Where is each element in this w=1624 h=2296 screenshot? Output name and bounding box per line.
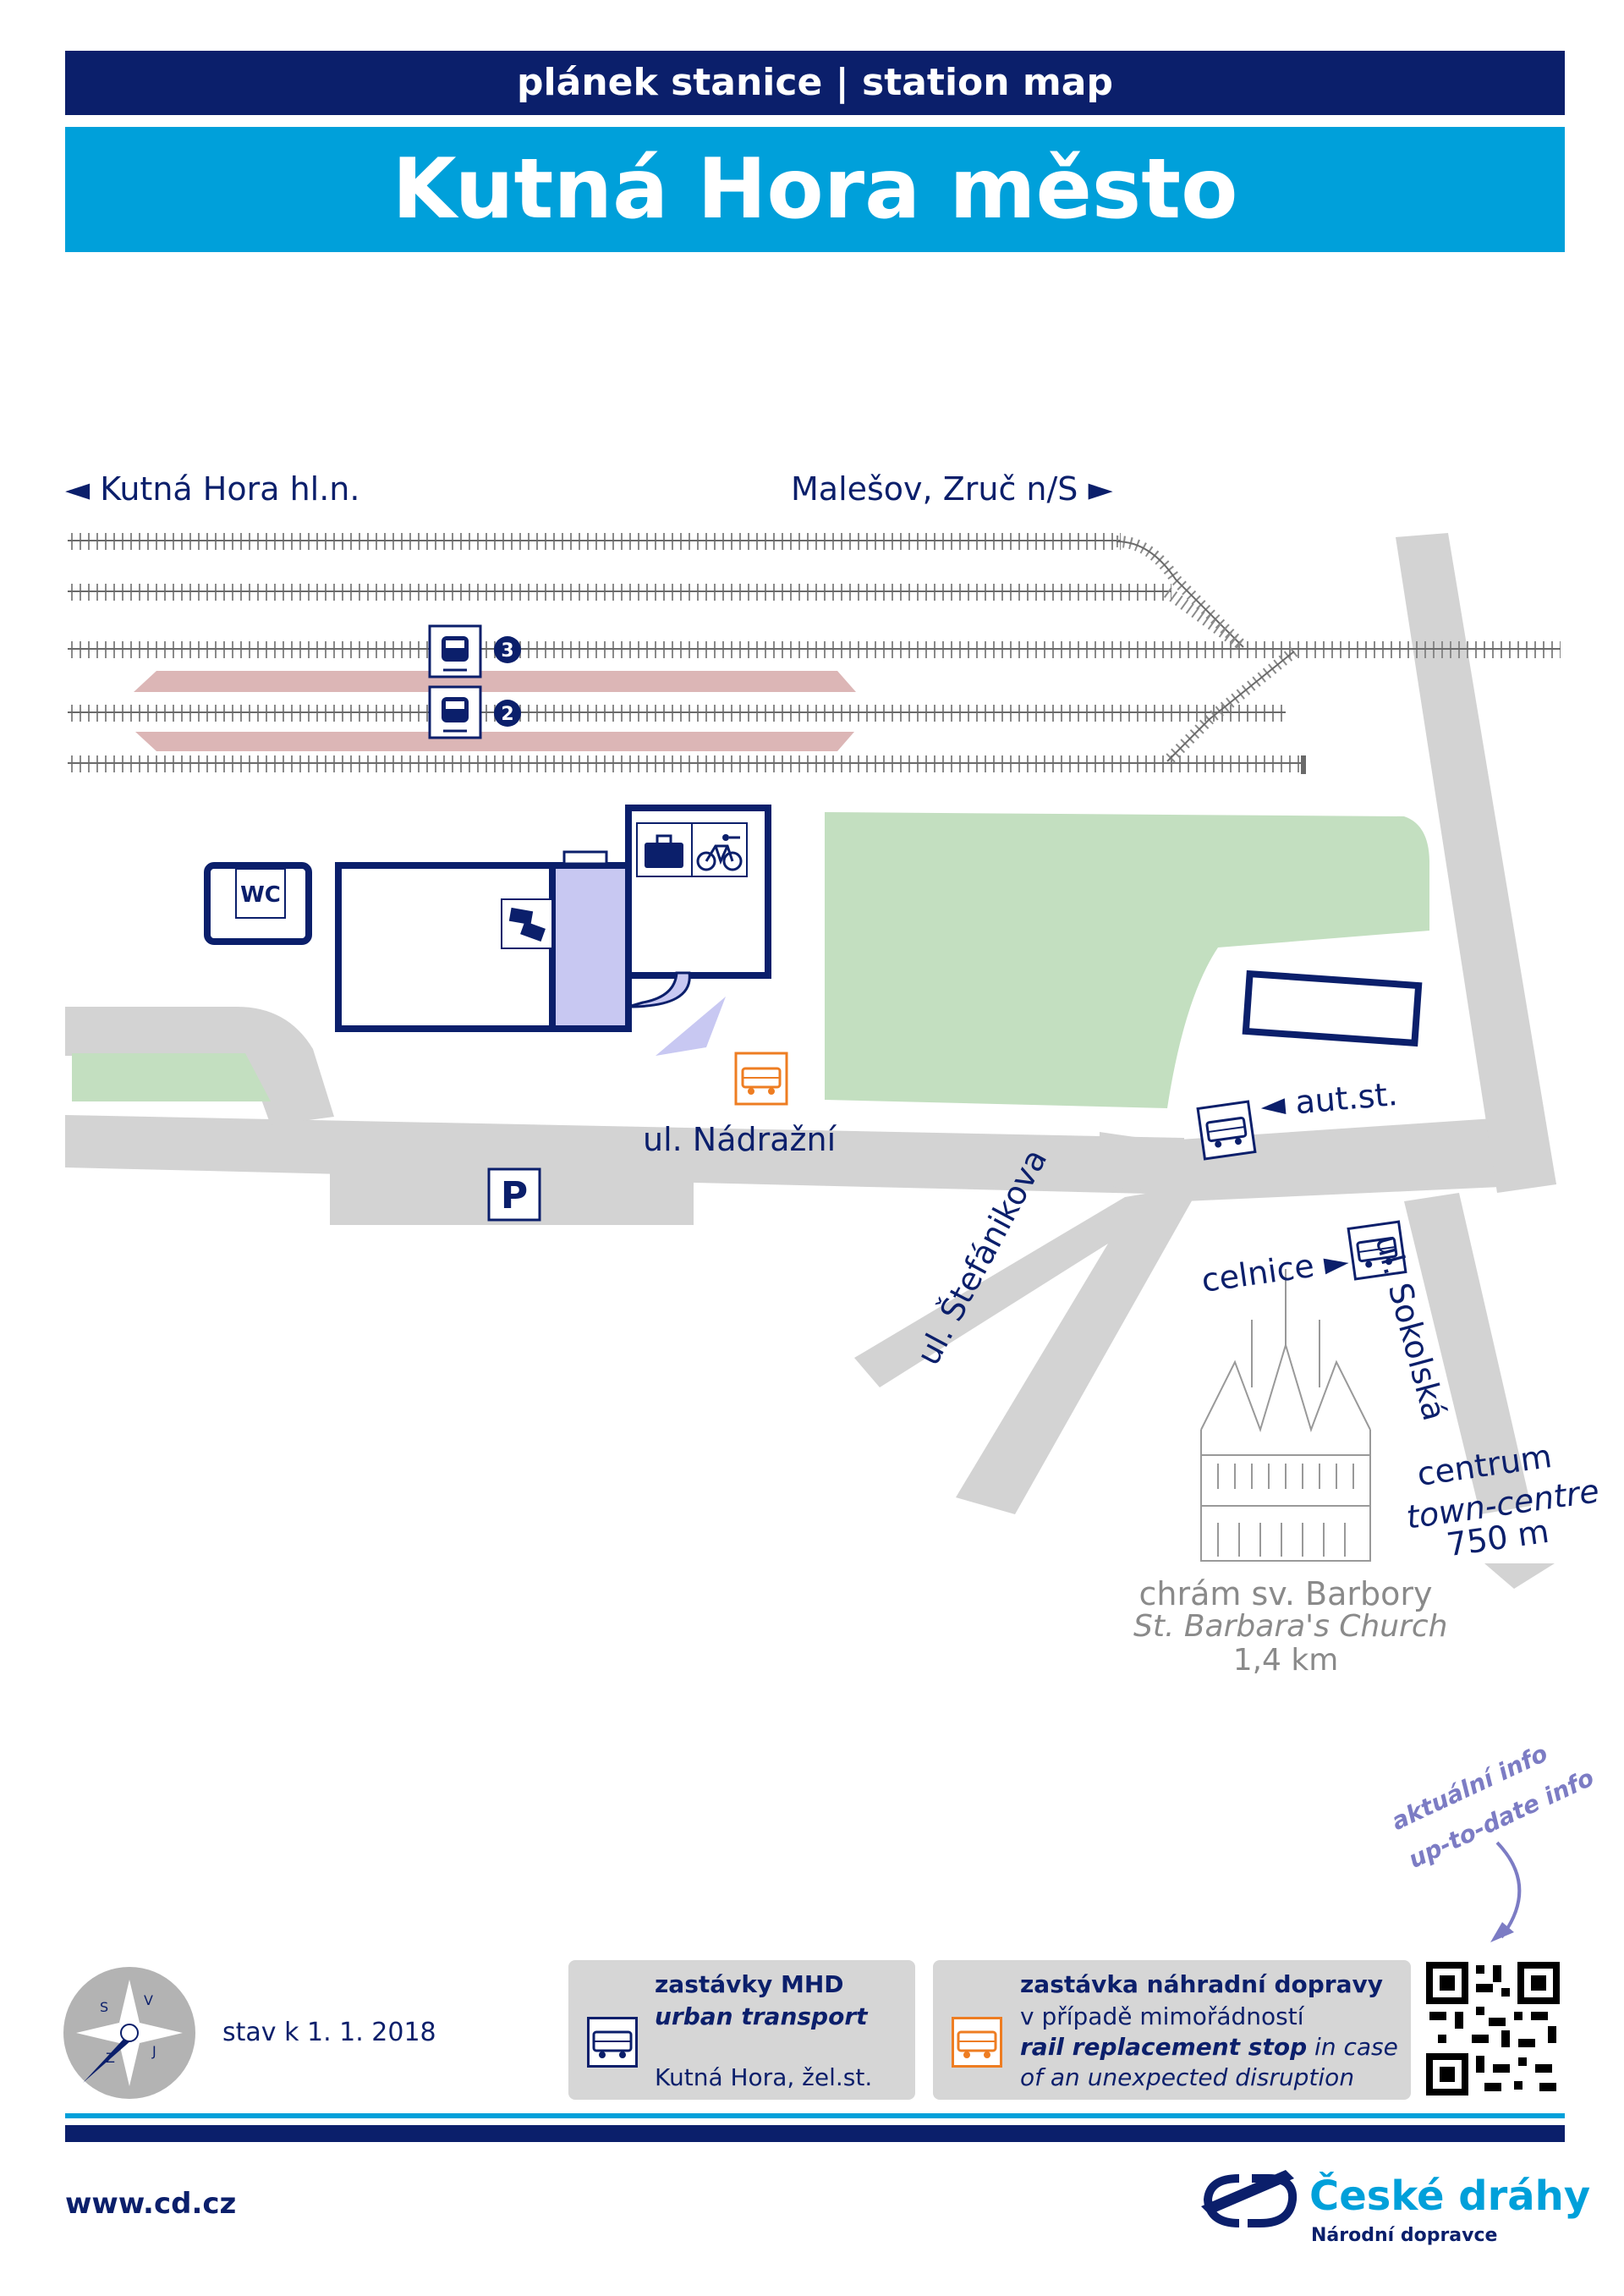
legend-nd-line3: of an unexpected disruption: [1020, 2063, 1355, 2091]
footer-brand: České dráhy: [1309, 2172, 1591, 2220]
legend-mhd-stop: Kutná Hora, žel.st.: [655, 2063, 873, 2091]
platforms: [134, 671, 856, 751]
replacement-bus-icon: [952, 2017, 1002, 2068]
platform-3: [134, 671, 856, 692]
green-areas: [72, 812, 1429, 1108]
church-label-cz: chrám sv. Barbory: [1138, 1575, 1433, 1612]
legend-nd-line2: rail replacement stop in case: [1020, 2033, 1398, 2061]
compass-letter: Z: [106, 2050, 115, 2066]
wc-building: [204, 862, 312, 945]
map-date: stav k 1. 1. 2018: [222, 2018, 436, 2047]
track-number-badge: [494, 636, 521, 663]
church-label-en: St. Barbara's Church: [1133, 1609, 1448, 1644]
road-sokolska-south: [1404, 1193, 1531, 1514]
track-number-badge: [494, 700, 521, 727]
street-nadrazni: ul. Nádražní: [643, 1121, 837, 1158]
cd-logo-icon: [1201, 2170, 1298, 2227]
replacement-bus-icon: [734, 1052, 788, 1106]
compass-letter: V: [144, 1992, 153, 2008]
legend-replacement-stop: zastávka náhradní dopravy v případě mimo…: [933, 1960, 1411, 2100]
road-nadrazni: [65, 1115, 1184, 1195]
train-icon: [428, 685, 482, 739]
info-arrow: [1495, 1841, 1522, 1939]
legend-nd-line2-bold: rail replacement stop: [1020, 2033, 1308, 2061]
road-stefanikova: [854, 1184, 1201, 1514]
legend-nd-line2-rest: in case: [1307, 2033, 1398, 2061]
bus-icon: [1196, 1100, 1257, 1161]
track-3-label: 3: [501, 640, 513, 662]
header-subtitle: plánek stanice | station map: [65, 51, 1565, 115]
parking-icon: [487, 1167, 541, 1222]
church-distance: 1,4 km: [1232, 1643, 1339, 1678]
bus-icon: [587, 2017, 638, 2068]
parking-label: P: [501, 1174, 528, 1217]
legend-mhd-title: zastávky MHD: [655, 1970, 844, 1998]
road-nadrazni-curve: [1100, 1132, 1184, 1193]
compass-letter: J: [151, 2043, 156, 2059]
church-icon: [1200, 1269, 1371, 1562]
station-building: [335, 805, 771, 1056]
footer-url[interactable]: www.cd.cz: [65, 2187, 237, 2221]
train-icon: [428, 624, 482, 678]
green-strip-west: [72, 1053, 271, 1101]
legend-nd-line1: v případě mimořádností: [1020, 2002, 1304, 2030]
compass-letter: S: [100, 1999, 108, 2015]
road-east: [1167, 1115, 1556, 1201]
entrance-arrow: [656, 997, 726, 1056]
platform-2-marker: [428, 685, 521, 739]
track-2-label: 2: [501, 704, 513, 725]
wc-label: WC: [240, 882, 281, 908]
centrum-arrow: [1484, 1563, 1555, 1589]
direction-right-label: Malešov, Zruč n/S ►: [791, 470, 1113, 508]
footer-rule-navy: [65, 2125, 1565, 2142]
direction-left-label: ◄ Kutná Hora hl.n.: [65, 470, 360, 508]
page-title: Kutná Hora město: [65, 127, 1565, 252]
legend-mhd-en: urban transport: [655, 2002, 868, 2030]
bus-station-building: [1242, 969, 1423, 1047]
bus-icon: [1347, 1220, 1407, 1281]
compass-icon: [63, 1967, 195, 2099]
footer-rule-cyan: [65, 2113, 1565, 2118]
qr-code-icon: [1425, 1961, 1561, 2096]
footer-brand-sub: Národní dopravce: [1311, 2225, 1498, 2246]
legend-nd-title: zastávka náhradní dopravy: [1020, 1970, 1383, 1998]
road-sokolska: [1396, 533, 1556, 1193]
wc-icon: [235, 868, 286, 919]
park-green: [825, 812, 1429, 1108]
platform-3-marker: [428, 624, 521, 678]
platform-2: [135, 732, 854, 751]
legend-urban-transport: zastávky MHD urban transport Kutná Hora,…: [568, 1960, 915, 2100]
